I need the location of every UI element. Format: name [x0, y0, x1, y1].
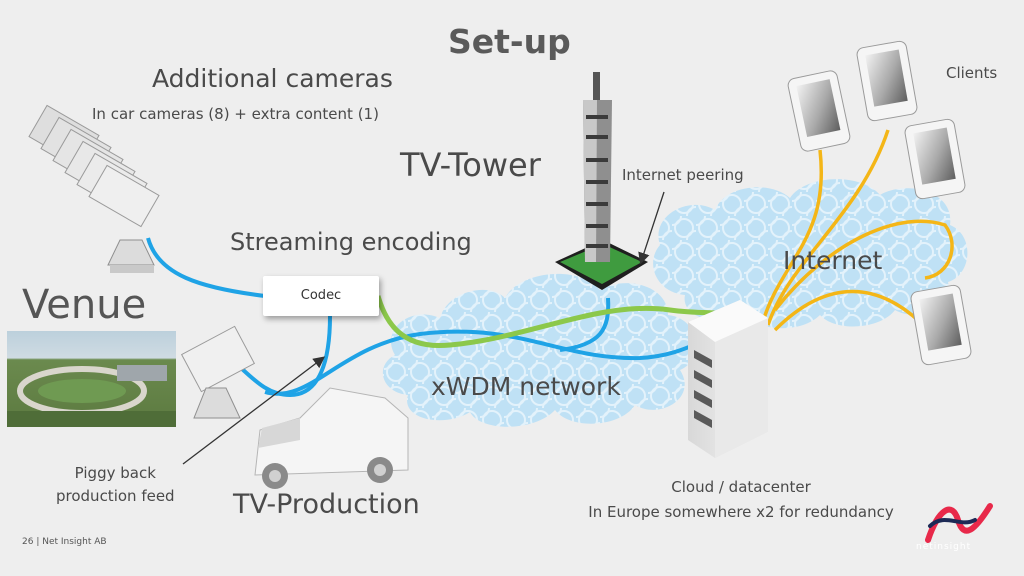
blue-link-cameras-codec — [146, 237, 266, 298]
additional-cameras-title: Additional cameras — [152, 64, 393, 93]
cloud-datacenter-label: Cloud / datacenter In Europe somewhere x… — [588, 478, 894, 521]
datacenter-server-icon — [688, 300, 768, 458]
venue-photo — [7, 331, 176, 427]
production-camera-icon — [180, 325, 256, 419]
codec-label: Codec — [300, 288, 342, 303]
venue-label: Venue — [22, 282, 147, 328]
xwdm-network-label: xWDM network — [431, 372, 621, 401]
client-tablet-icon — [910, 284, 972, 366]
additional-cameras-icon — [28, 104, 160, 273]
green-link-codec-server — [375, 295, 753, 349]
client-tablet-icon — [904, 118, 966, 200]
yellow-link-client-3 — [773, 219, 954, 312]
streaming-encoding-label: Streaming encoding — [230, 228, 472, 256]
internet-peering-arrow — [638, 191, 665, 265]
piggy-back-arrow — [182, 356, 326, 465]
diagram-title: Set-up — [448, 22, 571, 61]
tv-tower-icon — [555, 72, 648, 290]
yellow-link-client-4 — [773, 289, 922, 332]
internet-peering-label: Internet peering — [622, 166, 744, 184]
piggy-back-label: Piggy back production feed — [56, 464, 175, 505]
brand-name: netinsight — [916, 542, 972, 552]
netinsight-logo-icon — [925, 503, 993, 543]
codec-box — [263, 276, 379, 316]
additional-cameras-subtitle: In car cameras (8) + extra content (1) — [92, 105, 379, 123]
slide-footer: 26 | Net Insight AB — [22, 537, 107, 547]
clients-label: Clients — [946, 64, 998, 82]
tv-production-label: TV-Production — [233, 489, 420, 520]
client-tablet-icon — [787, 70, 851, 152]
blue-link-tower-network — [559, 297, 611, 352]
xwdm-cloud — [382, 273, 696, 427]
race-track-image — [7, 365, 176, 427]
tv-production-van-icon — [254, 387, 409, 489]
internet-label: Internet — [783, 246, 883, 275]
blue-link-codec-van — [230, 315, 332, 398]
client-tablet-icon — [856, 40, 918, 122]
blue-link-production-server — [264, 329, 721, 396]
tv-tower-label: TV-Tower — [400, 146, 541, 184]
yellow-link-client-1 — [760, 149, 823, 326]
network-links — [146, 129, 954, 398]
yellow-link-client-2 — [766, 129, 890, 326]
